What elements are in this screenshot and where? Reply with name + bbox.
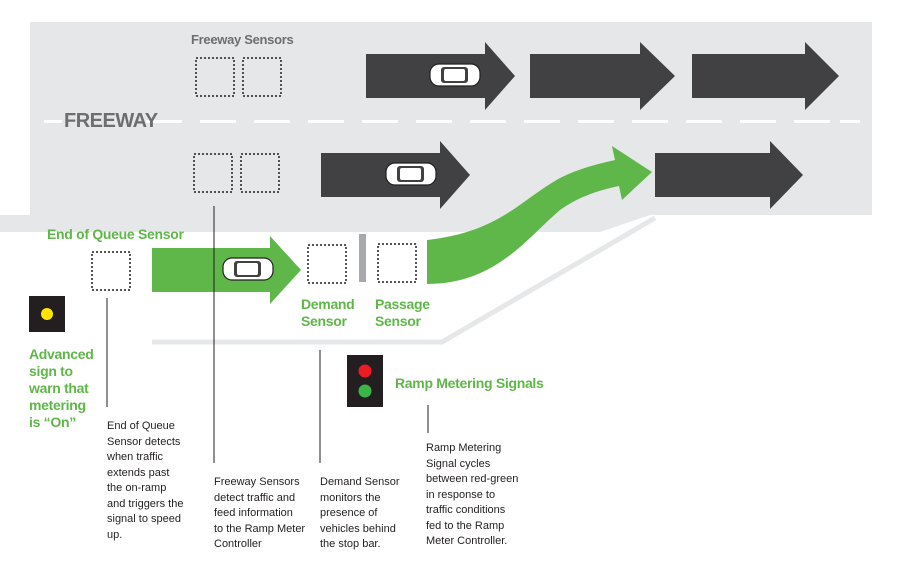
advanced-sign-label-line: warn that <box>29 380 89 396</box>
description-line: extends past <box>107 466 170 479</box>
advanced-sign-label: Advanced sign to warn that metering is “… <box>29 346 94 431</box>
description-line: Freeway Sensors <box>214 476 300 488</box>
freeway-arrow-5 <box>655 141 803 209</box>
advanced-sign-label-line: is “On” <box>29 414 76 430</box>
advanced-sign-label-line: Advanced <box>29 346 94 362</box>
description-line: vehicles behind <box>320 522 396 535</box>
demand-sensor-label-line: Demand <box>301 296 355 312</box>
ramp-metering-description: Ramp Metering Signal cycles between red-… <box>426 441 518 550</box>
description-line: feed information <box>214 507 293 519</box>
freeway-sensor-1 <box>195 57 235 97</box>
description-line: in response to <box>426 488 496 501</box>
description-line: traffic conditions <box>426 504 506 516</box>
description-line: End of Queue <box>107 420 175 432</box>
description-line: detect traffic and <box>214 491 296 504</box>
description-line: signal to speed <box>107 513 181 525</box>
description-line: when traffic <box>107 451 164 463</box>
description-line: presence of <box>320 507 378 519</box>
car-top-view-icon <box>429 63 481 87</box>
description-line: the on-ramp <box>107 482 167 494</box>
description-line: Controller <box>214 538 262 550</box>
freeway-arrow-3 <box>692 42 839 110</box>
car-top-view-icon <box>385 162 437 186</box>
sensor-loops <box>91 57 417 291</box>
demand-sensor-label: Demand Sensor <box>301 296 355 330</box>
demand-sensor-label-line: Sensor <box>301 313 347 329</box>
freeway-label: FREEWAY <box>64 110 158 132</box>
description-line: Ramp Metering <box>426 442 502 454</box>
description-line: Meter Controller. <box>426 535 508 547</box>
freeway-sensors-label: Freeway Sensors <box>191 32 294 47</box>
freeway-arrow-2 <box>530 42 675 110</box>
description-line: Signal cycles <box>426 457 491 470</box>
description-line: Sensor detects <box>107 435 181 448</box>
end-of-queue-sensor-label: End of Queue Sensor <box>47 226 184 242</box>
merge-arrow <box>427 146 652 284</box>
leader-lines <box>106 206 429 463</box>
freeway-sensor-3 <box>193 153 233 193</box>
advanced-sign-label-line: metering <box>29 397 86 413</box>
passage-sensor-loop <box>377 243 417 283</box>
description-line: Demand Sensor <box>320 476 400 488</box>
freeway-sensor-4 <box>240 153 280 193</box>
passage-sensor-label-line: Passage <box>375 296 430 312</box>
description-line: to the Ramp Meter <box>214 522 306 535</box>
description-line: between red-green <box>426 473 519 485</box>
freeway-sensor-2 <box>242 57 282 97</box>
description-line: monitors the <box>320 491 381 504</box>
advanced-sign-label-line: sign to <box>29 363 73 379</box>
passage-sensor-label: Passage Sensor <box>375 296 430 330</box>
ramp-metering-signals-label: Ramp Metering Signals <box>395 375 544 391</box>
demand-sensor-description: Demand Sensor monitors the presence of v… <box>320 475 400 553</box>
description-line: up. <box>107 528 123 541</box>
description-line: the stop bar. <box>320 538 381 550</box>
freeway-sensors-description: Freeway Sensors detect traffic and feed … <box>214 475 305 553</box>
stop-bar <box>359 234 366 282</box>
description-line: fed to the Ramp <box>426 519 505 532</box>
end-of-queue-sensor <box>91 251 131 291</box>
lane-divider <box>44 120 860 123</box>
demand-sensor-loop <box>307 244 347 284</box>
description-line: and triggers the <box>107 497 184 510</box>
yellow-light-sign-icon <box>29 296 65 332</box>
end-of-queue-description: End of Queue Sensor detects when traffic… <box>107 419 183 543</box>
car-top-view-icon <box>222 257 274 281</box>
ramp-edge-line <box>152 215 657 345</box>
passage-sensor-label-line: Sensor <box>375 313 421 329</box>
traffic-signal-icon <box>347 355 383 407</box>
